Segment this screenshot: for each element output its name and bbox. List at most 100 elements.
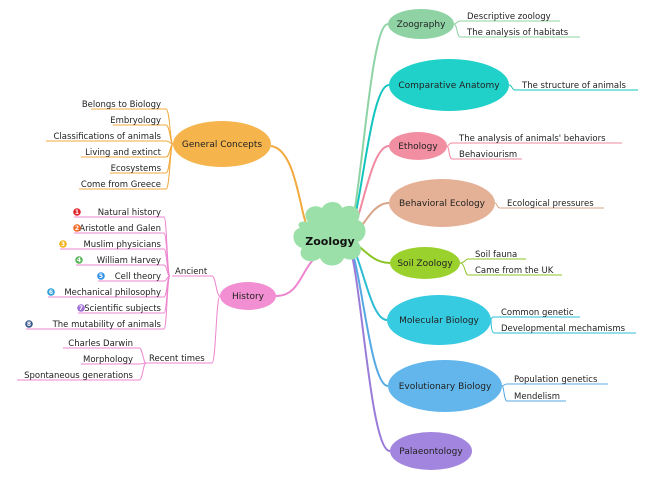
subtopic-ancient[interactable]: Ancient [175,267,208,277]
priority-badge-number: 5 [99,273,103,280]
branch-behavioral-ecology[interactable]: Behavioral Ecology [389,179,495,227]
priority-badge-icon [97,272,105,280]
connector-line [344,239,391,452]
connector-line [453,23,580,38]
topic-label-palaeontology: Palaeontology [399,447,463,457]
connector-line [76,264,171,277]
topic-label-comparative-anatomy: Comparative Anatomy [398,81,500,91]
ancient-item-label: Cell theory [115,272,161,282]
connector-line [459,258,526,264]
branch-zoography[interactable]: Zoography [388,9,454,39]
subtopic-developmental-mechanisms[interactable]: Developmental mechamisms [501,324,626,334]
connector-line [490,316,580,321]
topic-label-history: History [232,292,265,302]
topic-label-behavioral-ecology: Behavioral Ecology [399,199,486,209]
subtopic-spontaneous-generations[interactable]: Spontaneous generations [24,371,133,381]
topic-label-evolutionary-biology: Evolutionary Biology [399,382,492,392]
priority-badge-icon [75,256,83,264]
connector-line [459,262,562,276]
subtopics-general-concepts: Belongs to Biology Embryology Classifica… [53,100,161,190]
topic-node-behavioral-ecology [389,179,495,227]
ancient-item-label: Natural history [98,208,161,218]
connector-line [79,143,174,190]
topic-node-comparative-anatomy [389,59,509,111]
topic-node-history [220,282,276,310]
subtopic-structure-of-animals[interactable]: The structure of animals [521,81,626,91]
connector-line [113,124,174,145]
connector-line [17,362,147,381]
subtopic-population-genetics[interactable]: Population genetics [514,375,598,385]
subtopic-recent-times[interactable]: Recent times [149,354,205,364]
ancient-item-label: Aristotle and Galen [79,224,161,234]
topic-node-ethology [389,132,447,160]
topic-node-palaeontology [390,432,472,470]
branch-comparative-anatomy[interactable]: Comparative Anatomy [389,59,509,111]
subtopic-descriptive-zoology[interactable]: Descriptive zoology [467,12,551,22]
ancient-item-label: Mechanical philosophy [64,288,161,298]
topic-node-evolutionary-biology [388,360,502,412]
connector-line [508,84,638,91]
priority-badge-icon [73,224,81,232]
priority-badge-number: 7 [79,305,83,312]
topic-node-zoography [388,9,454,39]
subtopic-behaviourism[interactable]: Behaviourism [459,150,517,160]
subtopic-analysis-of-habitats[interactable]: The analysis of habitats [466,28,569,38]
topic-label-molecular-biology: Molecular Biology [399,316,479,326]
branch-ethology[interactable]: Ethology [389,132,447,160]
subtopic-ecological-pressures[interactable]: Ecological pressures [507,199,594,209]
branch-evolutionary-biology[interactable]: Evolutionary Biology [388,360,502,412]
subtopic-morphology[interactable]: Morphology [83,355,133,365]
subtopic-ecosystems[interactable]: Ecosystems [111,164,162,174]
topic-node-molecular-biology [387,295,491,345]
subtopic-came-from-uk[interactable]: Came from the UK [475,266,554,276]
topic-node-soil-zoology [390,247,460,279]
subtopic-living-and-extinct[interactable]: Living and extinct [85,148,162,158]
subtopic-belongs-to-biology[interactable]: Belongs to Biology [82,100,161,110]
topic-label-general-concepts: General Concepts [182,140,263,150]
branch-general-concepts[interactable]: General Concepts [173,121,271,167]
connector-line [172,275,221,297]
recent-items: Charles Darwin Morphology Spontaneous ge… [24,339,133,381]
topic-label-ethology: Ethology [398,142,438,152]
ancient-item[interactable]: William Harvey 4 [75,256,161,266]
topic-node-general-concepts [173,121,271,167]
central-cloud-shape [293,202,366,266]
central-topic[interactable]: Zoology [293,202,366,266]
ancient-item-label: Scientific subjects [84,304,161,314]
topic-label-zoography: Zoography [397,20,447,30]
priority-badge-number: 8 [27,321,31,328]
branch-history[interactable]: History [220,282,276,310]
subtopic-charles-darwin[interactable]: Charles Darwin [68,339,133,349]
ancient-item-label: Muslim physicians [83,240,161,250]
subtopic-soil-fauna[interactable]: Soil fauna [475,250,517,260]
branch-molecular-biology[interactable]: Molecular Biology [387,295,491,345]
subtopic-classifications-of-animals[interactable]: Classifications of animals [53,132,161,142]
subtopic-common-genetic[interactable]: Common genetic [501,308,574,318]
ancient-item[interactable]: Cell theory 5 [97,272,161,282]
priority-badge-number: 6 [49,289,53,296]
branch-soil-zoology[interactable]: Soil Zoology [390,247,460,279]
subtopics-right: Descriptive zoology The analysis of habi… [458,12,626,402]
subtopic-come-from-greece[interactable]: Come from Greece [81,180,161,190]
priority-badge-number: 4 [77,257,81,264]
ancient-item-label: William Harvey [97,256,161,266]
subtopic-analysis-of-behaviors[interactable]: The analysis of animals' behaviors [458,134,606,144]
priority-badge-icon [77,304,85,312]
priority-badge-icon [59,240,67,248]
ancient-item[interactable]: Mechanical philosophy 6 [47,288,161,298]
connector-line [490,319,636,334]
subtopic-mendelism[interactable]: Mendelism [514,392,560,402]
topic-label-soil-zoology: Soil Zoology [397,259,453,269]
connector-line [270,145,313,233]
subtopic-embryology[interactable]: Embryology [110,116,161,126]
connector-line [146,295,221,364]
connector-line [494,202,604,209]
branch-palaeontology[interactable]: Palaeontology [390,432,472,470]
priority-badge-icon [73,208,81,216]
